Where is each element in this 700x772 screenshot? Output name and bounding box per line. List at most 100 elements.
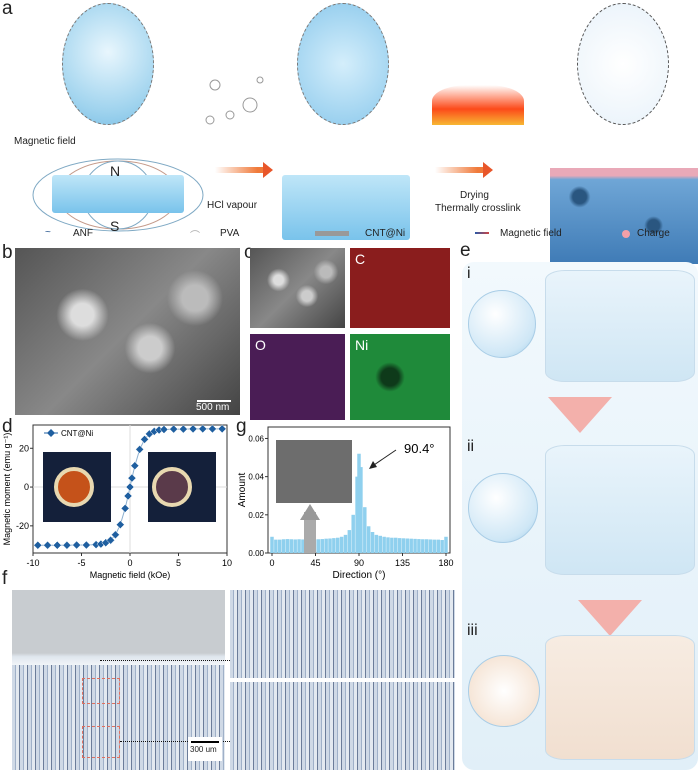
- x-tick-label: -10: [26, 558, 39, 568]
- x-tick-label: 10: [222, 558, 232, 568]
- data-point: [123, 491, 133, 501]
- histogram-bar: [417, 539, 421, 553]
- histogram-bar: [285, 539, 290, 553]
- cnt-bubble-field: [468, 473, 538, 543]
- process-arrow-2: [435, 162, 493, 178]
- histogram-bar: [320, 539, 325, 553]
- inset-arrow-head: [300, 504, 320, 520]
- histogram-bar: [421, 539, 425, 553]
- histogram-bar: [301, 539, 305, 553]
- data-point: [120, 504, 130, 513]
- cnt-bubble-random: [468, 290, 536, 358]
- panel-label-d: d: [2, 416, 13, 437]
- y-tick-label: 0.06: [248, 434, 264, 443]
- step-label-i: i: [467, 265, 471, 282]
- scale-bar-box: 300 um: [188, 737, 222, 761]
- panel-label-g: g: [236, 416, 247, 437]
- legend-marker: [47, 429, 55, 437]
- data-point: [198, 424, 208, 434]
- cylinder-random: [545, 270, 695, 382]
- histogram-bar: [289, 539, 294, 553]
- x-tick-label: 180: [438, 558, 453, 568]
- legend-magnetic-field: Magnetic field: [500, 228, 562, 239]
- histogram-bar: [274, 539, 278, 553]
- vapour-droplets-icon: [205, 76, 264, 125]
- y-axis-label: Magnetic moment (emu g⁻¹): [2, 433, 12, 546]
- sem-image: [15, 248, 240, 415]
- data-point: [127, 473, 137, 483]
- histogram-bar: [370, 532, 375, 553]
- eds-map-o: O: [250, 334, 345, 420]
- data-point: [52, 540, 62, 550]
- histogram-bar: [328, 538, 332, 553]
- histogram-bar: [424, 539, 429, 553]
- histogram-bar: [359, 467, 363, 553]
- histogram-bar: [357, 453, 361, 553]
- cnt-ni-icon: [315, 231, 349, 236]
- flame-icon: [432, 85, 524, 125]
- scale-bar: [197, 400, 231, 402]
- x-axis-label: Magnetic field (kOe): [90, 570, 171, 580]
- panel-label-a: a: [2, 0, 13, 19]
- data-point: [135, 445, 145, 454]
- y-tick-label: 0.00: [248, 549, 264, 558]
- step-label-iii: iii: [467, 622, 478, 639]
- inset-sample-after: [152, 467, 192, 507]
- data-point: [111, 530, 120, 540]
- histogram-bar: [432, 539, 437, 553]
- histogram-bar: [281, 539, 286, 553]
- data-point: [72, 540, 82, 550]
- histogram-bar: [277, 539, 282, 553]
- down-arrow-1: [548, 397, 612, 433]
- histogram-bar: [428, 539, 433, 553]
- y-tick-label: 0.02: [248, 511, 264, 520]
- x-tick-label: 90: [354, 558, 364, 568]
- panel-label-e: e: [460, 240, 471, 261]
- data-point: [115, 520, 125, 530]
- histogram-bar: [347, 530, 352, 553]
- cnt-bubble-aligned: [468, 655, 540, 727]
- x-tick-label: 0: [269, 558, 274, 568]
- step-hcl-vapour: HCl vapour: [207, 200, 258, 211]
- data-point: [62, 540, 72, 550]
- y-tick-label: 0.04: [248, 473, 264, 482]
- data-point: [208, 424, 217, 434]
- pva-chain-icon: ⌒: [190, 231, 200, 242]
- legend-charge: Charge: [637, 228, 670, 239]
- x-axis-label: Direction (°): [333, 570, 386, 581]
- peak-annotation: 90.4°: [404, 441, 435, 456]
- histogram-bar: [401, 538, 406, 553]
- panel-label-b: b: [2, 242, 13, 263]
- porous-aerogel-block: [550, 168, 698, 264]
- histogram-bar: [270, 536, 274, 553]
- north-pole-label: N: [110, 163, 121, 179]
- legend-cnt-ni: CNT@Ni: [365, 228, 406, 239]
- hydrogel-block: [282, 175, 410, 240]
- leader-line-2: [120, 741, 230, 742]
- step-label-ii: ii: [467, 438, 475, 455]
- inset-arrow-shaft: [304, 512, 316, 553]
- zoom-bubble-gel: [297, 3, 389, 125]
- data-point: [81, 540, 91, 550]
- panel-label-f: f: [2, 568, 8, 589]
- x-tick-label: -5: [77, 558, 85, 568]
- histogram-bar: [297, 539, 301, 553]
- panel-label-c: c: [244, 242, 254, 263]
- down-arrow-2: [578, 600, 642, 636]
- leader-line-1: [100, 660, 230, 661]
- y-tick-label: -20: [16, 521, 29, 531]
- histogram-bar: [393, 537, 398, 553]
- charge-icon: [622, 230, 630, 238]
- cylinder-aligning: [545, 445, 695, 575]
- x-tick-label: 135: [395, 558, 410, 568]
- anf-fiber-icon: ~: [45, 227, 51, 238]
- histogram-bar: [355, 476, 359, 553]
- histogram-bar: [335, 537, 340, 553]
- data-point: [130, 461, 140, 471]
- step-thermally-crosslink: Thermally crosslink: [435, 203, 521, 214]
- histogram-bar: [440, 540, 444, 553]
- data-point: [43, 540, 52, 550]
- magnetic-field-label: Magnetic field: [14, 136, 76, 147]
- eds-map-c: C: [350, 248, 450, 328]
